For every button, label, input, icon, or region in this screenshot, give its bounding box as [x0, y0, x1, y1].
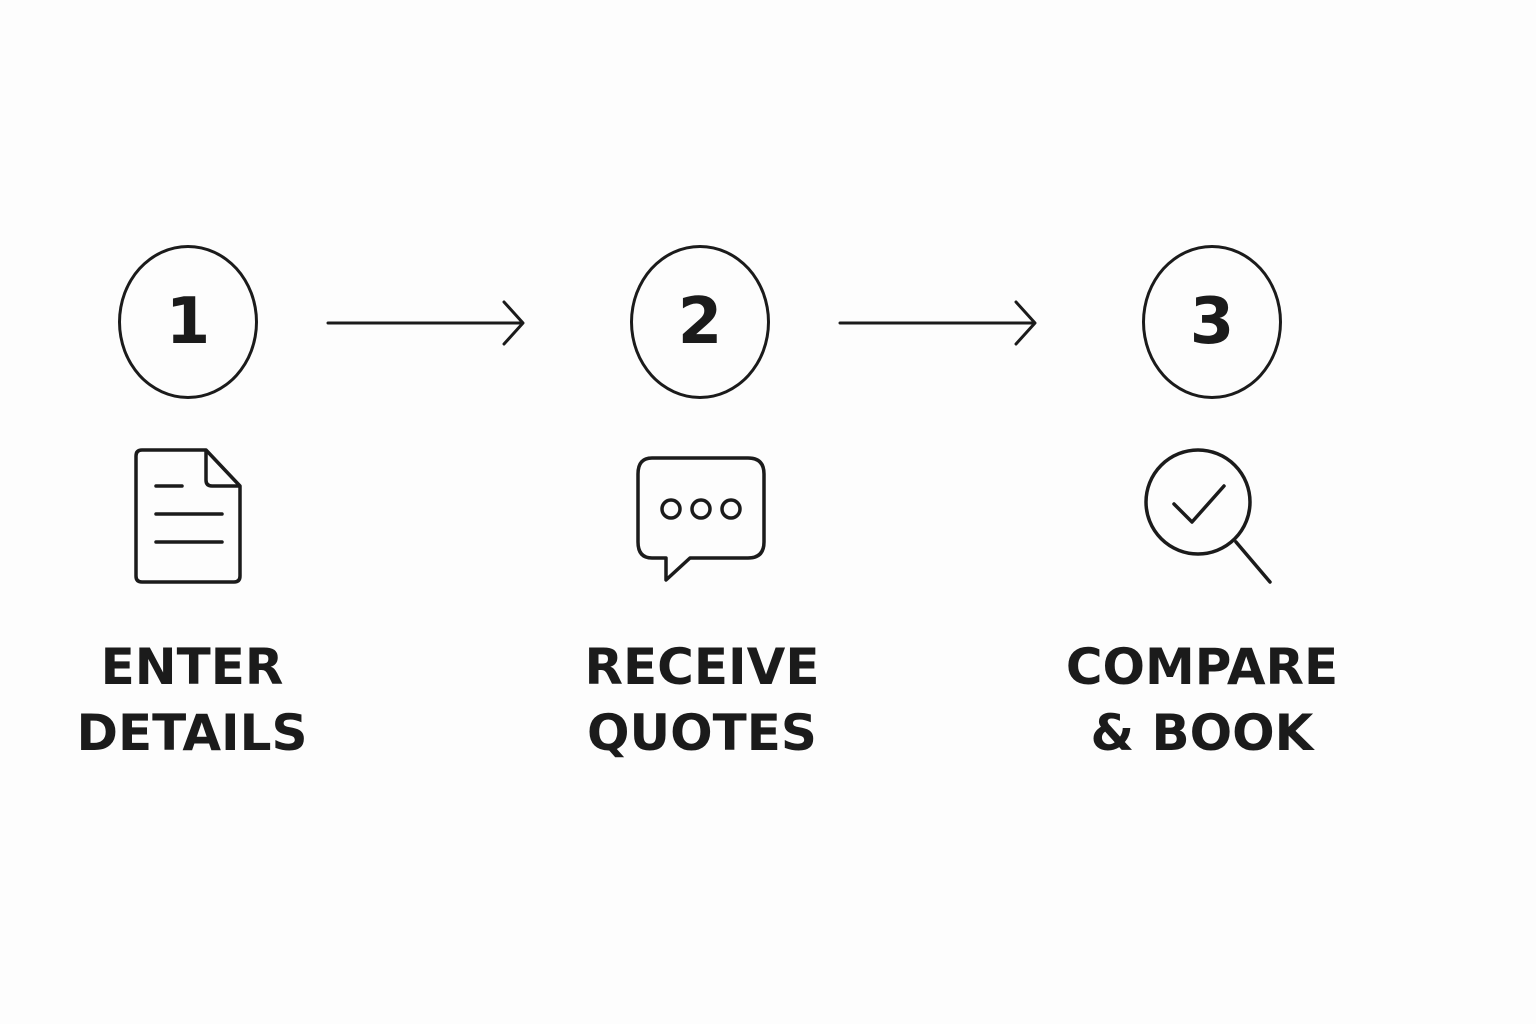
- step-1-label-line-2: DETAILS: [76, 704, 308, 762]
- step-2-number: 2: [677, 285, 723, 359]
- arrow-right-icon: [838, 300, 1037, 346]
- document-icon: [134, 448, 242, 584]
- step-3-number: 3: [1189, 285, 1235, 359]
- step-1-circle: 1: [118, 245, 258, 399]
- magnifier-check-icon: [1144, 448, 1272, 584]
- step-2-label-line-1: RECEIVE: [584, 638, 820, 696]
- step-3-label: COMPARE & BOOK: [1042, 634, 1362, 766]
- step-3-label-line-2: & BOOK: [1090, 704, 1314, 762]
- step-1-label: ENTER DETAILS: [32, 634, 352, 766]
- step-2-label-line-2: QUOTES: [587, 704, 817, 762]
- step-3-circle: 3: [1142, 245, 1282, 399]
- chat-bubble-icon: [636, 456, 766, 582]
- step-3-label-line-1: COMPARE: [1065, 638, 1339, 696]
- step-2-circle: 2: [630, 245, 770, 399]
- step-1-number: 1: [165, 285, 211, 359]
- arrow-right-icon: [326, 300, 525, 346]
- step-2-label: RECEIVE QUOTES: [542, 634, 862, 766]
- step-1-label-line-1: ENTER: [100, 638, 284, 696]
